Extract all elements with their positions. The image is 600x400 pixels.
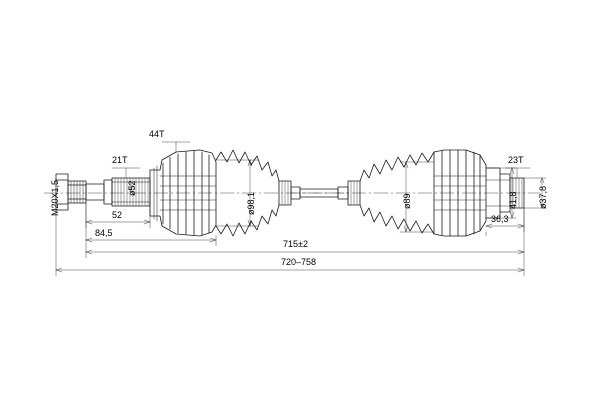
label-length-36-3: 36,3 (491, 214, 509, 224)
label-spline-right: 23T (508, 155, 524, 165)
label-diameter-89: ø89 (402, 193, 412, 209)
label-total-720-758: 720–758 (281, 257, 317, 267)
label-spline-left: 21T (112, 155, 128, 165)
label-total-715: 715±2 (283, 239, 308, 249)
label-length-84-5: 84,5 (95, 228, 113, 238)
right-boot-bellows (347, 151, 435, 235)
left-shaft-segment (85, 179, 113, 205)
left-threaded-stub (55, 173, 87, 211)
label-length-41-8: 41,8 (508, 191, 518, 209)
label-diameter-left-shaft: ø52 (127, 180, 137, 196)
dimension-lines (55, 141, 547, 277)
label-diameter-37-8: ø37,8 (538, 185, 548, 209)
label-length-52: 52 (112, 210, 123, 220)
left-boot-bellows (215, 149, 292, 237)
label-diameter-98: ø98,1 (246, 191, 256, 215)
label-boot-teeth-left: 44T (149, 129, 165, 139)
label-thread-left: M20X1,5 (50, 179, 60, 216)
